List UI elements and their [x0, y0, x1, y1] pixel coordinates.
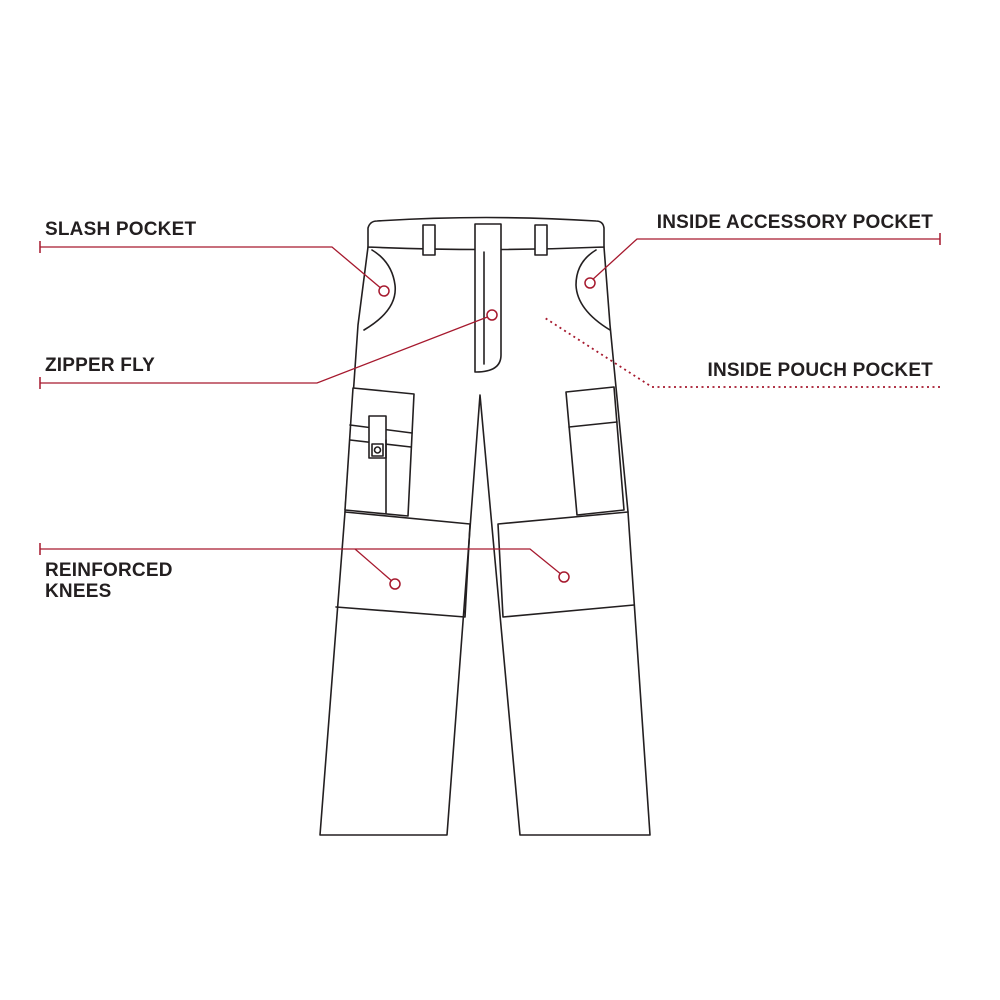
callout-labels: SLASH POCKET ZIPPER FLY REINFORCED KNEES… [45, 212, 933, 602]
slash-pocket-label: SLASH POCKET [45, 219, 196, 240]
reinforced-knees-leader [40, 548, 563, 576]
zipper-fly-marker [486, 309, 498, 321]
pants-illustration [319, 216, 651, 836]
belt-loop-right [534, 224, 548, 256]
reinforced-knees-marker-right [558, 571, 570, 583]
slash-pocket-marker [378, 285, 390, 297]
inside-accessory-pocket-marker [584, 277, 596, 289]
right-cargo-pocket [565, 386, 625, 516]
reinforced-knees-leader-branch [354, 548, 394, 583]
left-knee-panel [335, 511, 471, 618]
inside-pouch-pocket-leader [544, 317, 940, 388]
zipper-fly-leader [40, 315, 491, 384]
belt-loop-left [422, 224, 436, 256]
zipper-fly-placket [474, 223, 502, 373]
inside-accessory-pocket-leader [590, 238, 940, 282]
slash-pocket-right-seam [575, 249, 611, 331]
inside-pouch-pocket-label: INSIDE POUCH POCKET [708, 360, 934, 381]
slash-pocket-leader [40, 246, 384, 291]
zipper-fly-label: ZIPPER FLY [45, 355, 155, 376]
inside-accessory-pocket-label: INSIDE ACCESSORY POCKET [657, 212, 933, 233]
callout-leaders [39, 233, 941, 590]
right-knee-panel [497, 511, 635, 618]
reinforced-knees-label-line2: KNEES [45, 581, 111, 602]
reinforced-knees-marker-left [389, 578, 401, 590]
slash-pocket-left-seam [363, 249, 396, 331]
reinforced-knees-label-line1: REINFORCED [45, 560, 173, 581]
